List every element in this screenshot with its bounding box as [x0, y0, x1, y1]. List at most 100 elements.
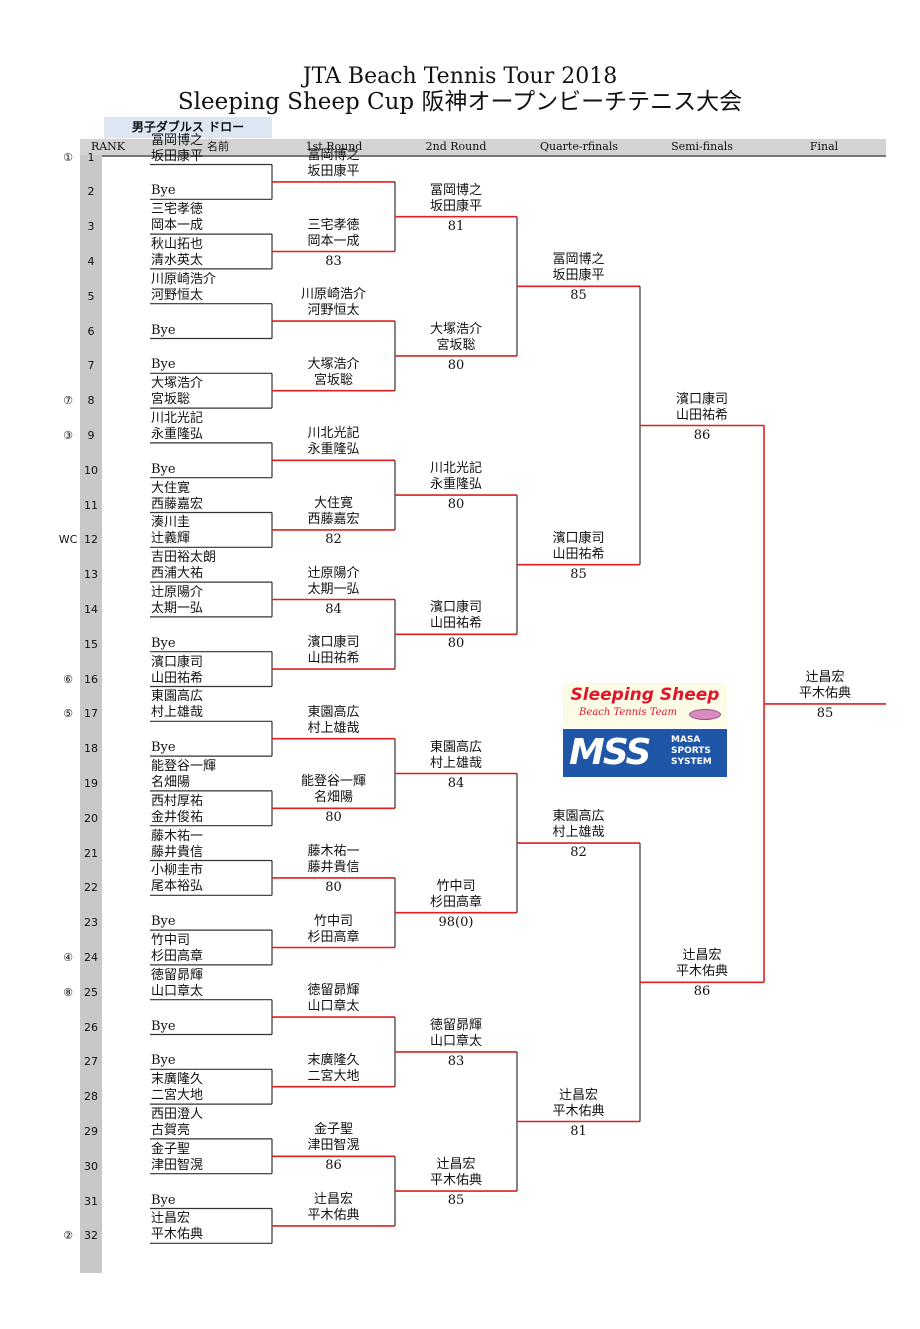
r2-score: 80 [447, 497, 465, 513]
entry-number: 5 [87, 289, 95, 303]
entry-number: 16 [84, 672, 98, 686]
r1-winner-player-1: 三宅孝徳 [307, 217, 360, 233]
seed-mark: ① [63, 150, 73, 164]
r2-score: 85 [447, 1193, 465, 1209]
r2-winner-player-1: 冨岡博之 [429, 182, 482, 198]
r2-score: 83 [447, 1053, 465, 1069]
entry-player-2: Bye [151, 914, 176, 930]
r1-winner-player-1: 徳留昴輝 [307, 983, 360, 999]
entry-player-2: 山田祐希 [151, 670, 204, 686]
entry-player-1: 大塚浩介 [151, 376, 204, 392]
r1-winner-player-1: 濱口康司 [307, 635, 360, 651]
entry-player-2: 清水英太 [151, 252, 204, 268]
sf-winner-player-2: 山田祐希 [675, 407, 728, 423]
header-name: 名前 [207, 140, 229, 153]
entry-player-2: 杉田高章 [151, 948, 204, 964]
entry-player-1: 三宅孝徳 [151, 202, 204, 218]
entry-number: 17 [84, 707, 98, 721]
entry-number: 1 [87, 150, 95, 164]
r2-winner-player-1: 川北光記 [429, 461, 482, 477]
r2-score: 80 [447, 357, 465, 373]
entry-number: 28 [84, 1090, 98, 1104]
r1-winner-player-1: 大塚浩介 [307, 356, 360, 372]
r1-winner-player-2: 藤井貴信 [307, 859, 360, 875]
rank-column-bar [80, 155, 102, 1273]
entry-player-1: 徳留昴輝 [151, 967, 204, 983]
r1-winner-player-2: 宮坂聡 [313, 372, 353, 388]
entry-number: 26 [84, 1020, 98, 1034]
r1-winner-player-2: 二宮大地 [307, 1068, 360, 1084]
entry-number: 30 [84, 1159, 98, 1173]
entry-number: 3 [87, 220, 95, 234]
r2-winner-player-1: 辻昌宏 [436, 1157, 476, 1173]
entry-player-2: 村上雄哉 [151, 705, 204, 721]
entry-player-1: 西田澄人 [151, 1106, 204, 1122]
qf-score: 82 [570, 845, 587, 861]
entry-player-2: 岡本一成 [151, 218, 204, 234]
entry-number: 31 [84, 1194, 98, 1208]
qf-score: 85 [570, 566, 587, 582]
qf-score: 81 [570, 1123, 587, 1139]
r1-score: 84 [325, 601, 342, 617]
entry-number: 7 [87, 359, 95, 373]
entry-player-2: 平木佑典 [151, 1227, 204, 1243]
r1-score: 80 [325, 810, 342, 826]
entry-number: 10 [84, 463, 98, 477]
seed-mark: ④ [63, 950, 73, 964]
header-final: Final [809, 140, 839, 153]
final-winner-player-2: 平木佑典 [798, 685, 851, 701]
entry-number: 27 [84, 1055, 98, 1069]
r1-winner-player-1: 辻昌宏 [313, 1191, 353, 1207]
entry-number: 18 [84, 742, 98, 756]
entry-player-1: 辻昌宏 [151, 1211, 191, 1227]
entry-number: 29 [84, 1124, 98, 1138]
logo-side-2: SPORTS [671, 746, 711, 756]
entry-player-1: 湊川圭 [151, 515, 191, 531]
final-score: 85 [816, 705, 834, 721]
sf-score: 86 [693, 427, 711, 443]
entry-player-2: 藤井貴信 [151, 844, 204, 860]
entry-number: 13 [84, 568, 98, 582]
entry-player-1: 濱口康司 [151, 654, 204, 670]
seed-mark: ⑦ [63, 394, 73, 408]
entry-player-2: 名畑陽 [151, 774, 191, 790]
r1-winner-player-1: 川原崎浩介 [300, 287, 366, 303]
entry-player-1: 藤木祐一 [151, 828, 204, 844]
r1-winner-player-1: 能登谷一輝 [300, 774, 366, 790]
r1-winner-player-1: 大住寛 [313, 495, 353, 511]
r1-winner-player-2: 平木佑典 [307, 1207, 360, 1223]
r2-winner-player-1: 濱口康司 [429, 600, 482, 616]
logo-sleeping-sheep: Sleeping Sheep Beach Tennis Team [563, 683, 727, 727]
entry-player-2: Bye [151, 1018, 176, 1034]
entry-number: 19 [84, 776, 98, 790]
r1-winner-player-1: 冨岡博之 [307, 147, 360, 163]
qf-winner-player-2: 山田祐希 [552, 546, 605, 562]
entry-player-2: 金井俊祐 [151, 809, 204, 825]
entry-number: 8 [87, 394, 95, 408]
r1-winner-player-2: 坂田康平 [307, 163, 360, 179]
entry-player-1: 金子聖 [151, 1141, 191, 1157]
qf-score: 85 [570, 288, 587, 304]
entry-player-2: 尾本裕弘 [151, 879, 204, 895]
sf-winner-player-1: 濱口康司 [675, 391, 728, 407]
r1-winner-player-2: 山田祐希 [307, 651, 360, 667]
seed-mark: WC [58, 533, 78, 547]
entry-player-2: Bye [151, 740, 176, 756]
sf-score: 86 [693, 984, 711, 1000]
entry-player-2: Bye [151, 183, 176, 199]
entry-player-2: Bye [151, 1192, 176, 1208]
r1-winner-player-1: 末廣隆久 [307, 1052, 360, 1068]
draw-tab[interactable]: 男子ダブルス ドロー [104, 117, 272, 138]
r1-winner-player-2: 村上雄哉 [307, 720, 360, 736]
sf-winner-player-2: 平木佑典 [675, 964, 728, 980]
entry-player-1: 末廣隆久 [151, 1072, 204, 1088]
entry-player-2: 古賀亮 [151, 1122, 191, 1138]
r2-winner-player-1: 東園高広 [429, 739, 482, 755]
entry-player-1: 辻原陽介 [151, 584, 204, 600]
entry-number: 12 [84, 533, 98, 547]
entry-player-2: Bye [151, 322, 176, 338]
r1-winner-player-1: 川北光記 [307, 426, 360, 442]
logo-side-1: MASA [671, 735, 701, 745]
r1-winner-player-2: 杉田高章 [307, 929, 360, 945]
